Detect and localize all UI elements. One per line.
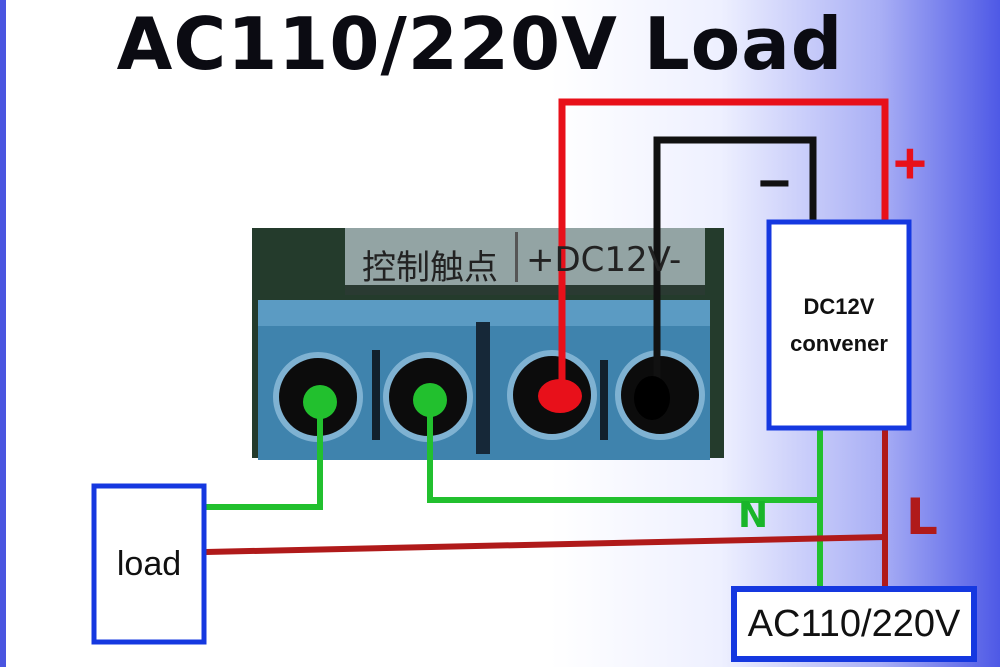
line-mark: L — [906, 488, 938, 546]
terminal-separator-1 — [372, 350, 380, 440]
pcb-label-control-contact: 控制触点 — [362, 248, 498, 288]
neutral-mark: N — [738, 495, 769, 536]
terminal-separator-2 — [476, 322, 490, 454]
plus-sign: + — [893, 131, 927, 196]
pcb-header-shadow — [345, 285, 705, 295]
diagram-title: AC110/220V Load — [116, 2, 844, 86]
converter-label: DC12V convener — [768, 220, 910, 430]
pcb-header-strip — [345, 228, 705, 290]
terminal-separator-3 — [600, 360, 608, 440]
red-wire-positive — [558, 98, 889, 393]
green-wire-terminal-2-to-neutral — [427, 405, 820, 503]
black-wire-negative — [653, 136, 817, 393]
green-wire-load-to-terminal-1 — [206, 405, 323, 510]
converter-box — [766, 219, 912, 431]
load-label: load — [116, 544, 182, 583]
pcb-label-dc12v: +DC12V- — [526, 240, 682, 280]
converter-label-line2: convener — [790, 331, 888, 356]
black-dot-terminal-4 — [634, 376, 670, 420]
ac-source-label: AC110/220V — [747, 602, 961, 645]
left-edge-stripe — [0, 0, 6, 667]
minus-sign: − — [758, 151, 791, 214]
green-dot-terminal-2 — [413, 383, 447, 417]
red-dot-terminal-3 — [538, 379, 582, 413]
dark-red-wire-line — [205, 534, 886, 555]
pcb-header-divider — [515, 232, 518, 282]
terminal-top-edge — [258, 300, 710, 326]
ac-source-box — [731, 586, 977, 662]
load-box — [91, 483, 207, 645]
converter-label-line1: DC12V — [803, 293, 875, 319]
green-dot-terminal-1 — [303, 385, 337, 419]
